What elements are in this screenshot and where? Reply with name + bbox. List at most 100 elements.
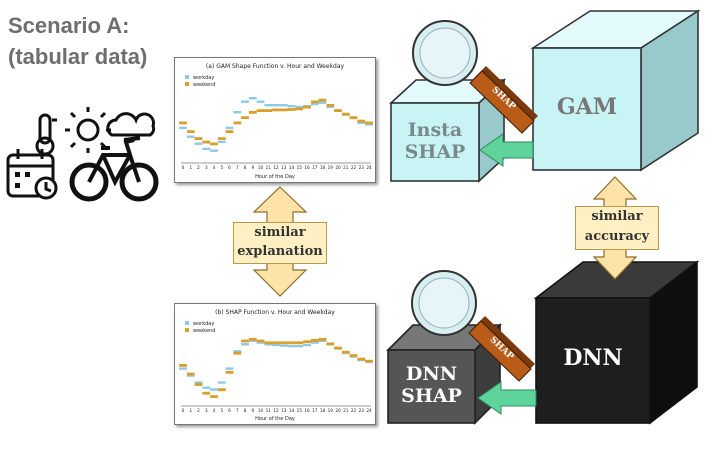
point-workday: [264, 343, 273, 346]
dnn-label: DNN: [563, 345, 623, 371]
point-weekend: [349, 116, 358, 119]
x-tick-label: 7: [236, 165, 239, 170]
point-workday: [217, 140, 226, 144]
point-workday: [241, 343, 249, 346]
point-weekend: [310, 339, 319, 342]
point-workday: [318, 339, 327, 342]
point-weekend: [179, 121, 187, 125]
x-tick-label: 12: [273, 408, 279, 413]
point-workday: [365, 123, 373, 126]
point-workday: [202, 147, 211, 151]
point-weekend: [326, 104, 335, 107]
sun-icon: [65, 107, 111, 153]
x-tick-label: 21: [343, 408, 349, 413]
point-weekend: [295, 341, 304, 345]
point-workday: [210, 149, 218, 152]
dnn-shap-line1: DNN: [405, 363, 458, 385]
x-tick-label: 19: [328, 408, 334, 413]
point-workday: [318, 101, 327, 104]
point-workday: [248, 97, 257, 100]
point-workday: [264, 104, 273, 107]
x-tick-label: 24: [366, 165, 372, 170]
bicycle-icon: [69, 136, 159, 202]
point-weekend: [272, 108, 280, 112]
x-tick-label: 21: [343, 165, 349, 170]
x-tick-label: 9: [251, 408, 254, 413]
point-weekend: [341, 350, 350, 354]
point-weekend: [365, 359, 373, 363]
x-tick-label: 14: [289, 165, 295, 170]
x-tick-label: 23: [359, 165, 365, 170]
x-tick-label: 16: [304, 165, 310, 170]
point-weekend: [210, 395, 218, 398]
insta-shap-line2: SHAP: [404, 140, 466, 163]
similar-accuracy-line1: similar: [591, 209, 643, 224]
x-tick-label: 15: [297, 165, 303, 170]
x-tick-label: 13: [281, 165, 287, 170]
x-tick-label: 3: [205, 165, 208, 170]
legend: workday weekend: [185, 321, 215, 334]
point-weekend: [264, 341, 273, 345]
point-weekend: [217, 388, 226, 392]
gam-chart-svg: (a) GAM Shape Function v. Hour and Weekd…: [179, 63, 373, 180]
point-weekend: [287, 108, 296, 111]
point-weekend: [341, 112, 350, 116]
x-tick-label: 20: [335, 408, 341, 413]
x-tick-label: 10: [258, 165, 264, 170]
x-tick-label: 22: [351, 165, 357, 170]
x-tick-label: 15: [297, 408, 303, 413]
point-weekend: [264, 109, 273, 112]
x-axis-label: Hour of the Day: [255, 416, 295, 422]
point-weekend: [357, 357, 366, 361]
point-weekend: [256, 109, 265, 112]
x-tick-label: 2: [197, 165, 200, 170]
point-workday: [233, 111, 242, 114]
point-weekend: [365, 121, 373, 125]
point-workday: [272, 104, 280, 107]
point-weekend: [326, 342, 335, 346]
point-workday: [279, 344, 288, 347]
insta-shap-line1: Insta: [407, 119, 463, 141]
point-workday: [272, 343, 280, 347]
legend: workday weekend: [185, 75, 215, 88]
legend-label-weekend: weekend: [193, 328, 215, 334]
x-tick-label: 7: [236, 408, 239, 413]
x-tick-label: 13: [281, 408, 287, 413]
x-tick-label: 11: [266, 165, 272, 170]
x-axis-label: Hour of the Day: [255, 174, 295, 180]
x-tick-label: 12: [273, 165, 279, 170]
gam-shape-chart: (a) GAM Shape Function v. Hour and Weekd…: [174, 57, 376, 183]
point-workday: [225, 367, 234, 370]
point-weekend: [225, 130, 234, 133]
x-tick-label: 0: [182, 408, 185, 413]
point-weekend: [186, 130, 195, 133]
point-weekend: [256, 339, 265, 343]
point-weekend: [210, 142, 218, 146]
x-tick-label: 1: [189, 408, 192, 413]
point-workday: [202, 386, 211, 389]
point-weekend: [318, 98, 327, 102]
chart-marks: [179, 97, 373, 152]
point-workday: [256, 341, 265, 344]
x-tick-label: 14: [289, 408, 295, 413]
point-workday: [310, 341, 319, 344]
point-weekend: [194, 383, 203, 386]
point-weekend: [194, 137, 203, 140]
point-workday: [186, 374, 195, 377]
x-tick-label: 5: [220, 408, 223, 413]
point-weekend: [334, 346, 342, 350]
point-workday: [295, 105, 304, 109]
point-workday: [287, 344, 296, 348]
point-weekend: [248, 111, 257, 114]
legend-label-workday: workday: [193, 75, 214, 81]
legend-swatch-weekend: [185, 82, 189, 86]
point-weekend: [202, 140, 211, 144]
point-weekend: [233, 351, 242, 355]
scenario-title: Scenario A: (tabular data): [8, 10, 147, 72]
point-workday: [279, 104, 288, 107]
point-workday: [303, 343, 311, 347]
x-tick-label: 9: [251, 165, 254, 170]
x-tick-label: 1: [189, 165, 192, 170]
